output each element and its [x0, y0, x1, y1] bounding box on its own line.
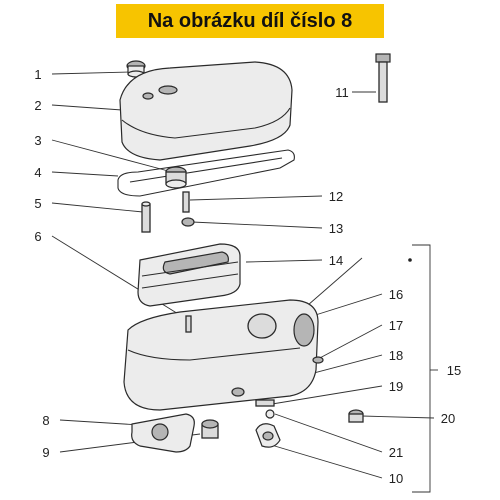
callout-9: 9: [42, 445, 49, 460]
callout-15: 15: [447, 363, 461, 378]
callout-labels: 1 2 3 4 5 6 8 9 10 11 12 13 14 15 16 17 …: [34, 67, 461, 486]
leader-2: [51, 71, 131, 75]
callout-16: 16: [389, 287, 403, 302]
part-13-nut: [181, 217, 195, 227]
part-18-fitting: [231, 387, 245, 397]
leader-5: [51, 202, 144, 213]
part-11-bolt: [375, 53, 391, 103]
leader-top-dot: [299, 257, 363, 313]
leader-20: [361, 415, 435, 419]
callout-3: 3: [34, 133, 41, 148]
callout-8: 8: [42, 413, 49, 428]
part-20-bushing: [348, 409, 364, 423]
leader-10: [267, 443, 383, 479]
bracket-15: [412, 244, 431, 493]
part-10-valve: [255, 423, 281, 448]
callout-5: 5: [34, 196, 41, 211]
leader-12: [189, 195, 323, 201]
leader-14: [245, 259, 323, 263]
callout-21: 21: [389, 445, 403, 460]
housing-body: [123, 299, 319, 411]
callout-14: 14: [329, 253, 343, 268]
callout-20: 20: [441, 411, 455, 426]
leader-21: [274, 413, 383, 453]
callout-19: 19: [389, 379, 403, 394]
callout-2: 1: [34, 67, 41, 82]
callout-6: 6: [34, 229, 41, 244]
callout-1: 2: [34, 98, 41, 113]
part-8-flange: [131, 413, 195, 453]
callout-17: 17: [389, 318, 403, 333]
part-1-cover: [119, 61, 293, 161]
leader-16: [305, 293, 383, 319]
leader-1: [51, 104, 123, 111]
banner-title: Na obrázku díl číslo 8: [147, 9, 353, 32]
leader-13: [191, 221, 323, 229]
leader-19: [265, 385, 383, 406]
part-2-cap: [126, 60, 146, 78]
part-17-fitting: [312, 356, 324, 364]
leader-17: [315, 324, 383, 361]
part-19-spring: [255, 399, 275, 407]
highlight-banner: Na obrázku díl číslo 8: [116, 4, 384, 38]
leader-6: [51, 235, 189, 321]
callout-10: 10: [389, 471, 403, 486]
leader-3: [51, 139, 173, 173]
leader-4: [51, 171, 119, 177]
callout-12: 12: [329, 189, 343, 204]
callout-4: 4: [34, 165, 41, 180]
part-6-screw: [185, 315, 192, 333]
part-9-sleeve: [201, 419, 219, 439]
callout-18: 18: [389, 348, 403, 363]
reference-dot: [408, 258, 412, 262]
part-12-pin: [182, 191, 190, 213]
part-14-filter: [137, 243, 241, 307]
callout-11: 11: [335, 85, 349, 100]
part-21-ball: [265, 409, 275, 419]
part-3-spacer: [165, 166, 187, 189]
callout-13: 13: [329, 221, 343, 236]
part-5-stud: [141, 201, 151, 233]
part-4-gasket: [117, 149, 295, 197]
leader-8: [59, 419, 141, 426]
